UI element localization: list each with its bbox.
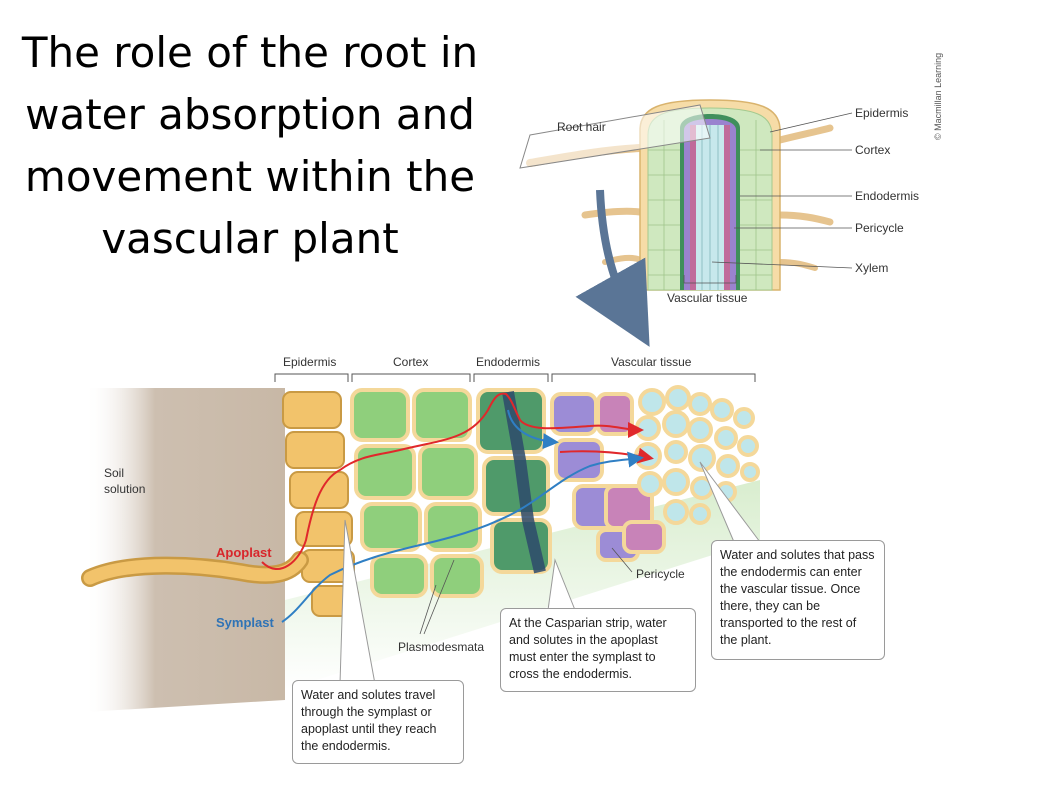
plasmodesmata-label: Plasmodesmata <box>398 640 484 654</box>
soil-label-2: solution <box>104 482 145 496</box>
label-xylem: Xylem <box>855 261 888 275</box>
label-endodermis: Endodermis <box>855 189 919 203</box>
soil-label-1: Soil <box>104 466 124 480</box>
title-line-3: movement within the <box>24 152 476 201</box>
zoom-arrow <box>575 189 650 347</box>
apoplast-path <box>261 392 644 570</box>
symplast-label: Symplast <box>216 615 274 630</box>
apoplast-label: Apoplast <box>216 545 272 560</box>
header-vascular-tissue: Vascular tissue <box>611 355 692 369</box>
top-phloem-strands <box>690 125 730 290</box>
callout-casparian-strip: At the Casparian strip, water and solute… <box>500 608 696 692</box>
label-epidermis: Epidermis <box>855 106 908 120</box>
label-cortex: Cortex <box>855 143 890 157</box>
cortex-cells <box>350 388 484 598</box>
title-line-2: water absorption and <box>25 90 475 139</box>
symplast-path-2 <box>507 409 559 450</box>
callout-pointer-right <box>699 461 761 543</box>
plasmodesmata-leaders <box>419 559 455 635</box>
callout-pointer-middle <box>547 558 576 611</box>
header-epidermis: Epidermis <box>283 355 336 369</box>
soil-solution-area <box>85 388 285 712</box>
vascular-bracket-top <box>683 275 737 284</box>
callout-pointer-left <box>339 519 376 685</box>
slide-title: The role of the root in water absorption… <box>0 22 500 270</box>
section-plane <box>519 104 711 169</box>
root-hair-right-2 <box>776 211 834 226</box>
epidermis-cells <box>282 391 359 617</box>
root-hair-left-2 <box>581 207 644 219</box>
title-line-1: The role of the root in <box>21 28 479 77</box>
root-hair-label: Root hair <box>557 120 606 134</box>
pericycle-label: Pericycle <box>636 567 685 581</box>
root-longitudinal-section <box>519 99 834 291</box>
title-line-4: vascular plant <box>101 214 399 263</box>
phloem-cells <box>596 392 666 554</box>
callout-symplast-apoplast: Water and solutes travel through the sym… <box>292 680 464 764</box>
root-hair-right-3 <box>777 259 818 271</box>
region-brackets <box>274 373 756 382</box>
root-hair-cell-fill <box>83 553 307 585</box>
label-pericycle: Pericycle <box>855 221 904 235</box>
symplast-path <box>281 451 644 623</box>
top-leader-lines <box>711 112 853 269</box>
header-endodermis: Endodermis <box>476 355 540 369</box>
pericycle-leader <box>611 547 633 573</box>
casparian-strip <box>502 390 546 574</box>
root-hair-right-1 <box>776 124 834 144</box>
callout-vascular-tissue: Water and solutes that pass the endoderm… <box>711 540 885 660</box>
label-vascular-tissue-top: Vascular tissue <box>667 291 748 305</box>
header-cortex: Cortex <box>393 355 428 369</box>
